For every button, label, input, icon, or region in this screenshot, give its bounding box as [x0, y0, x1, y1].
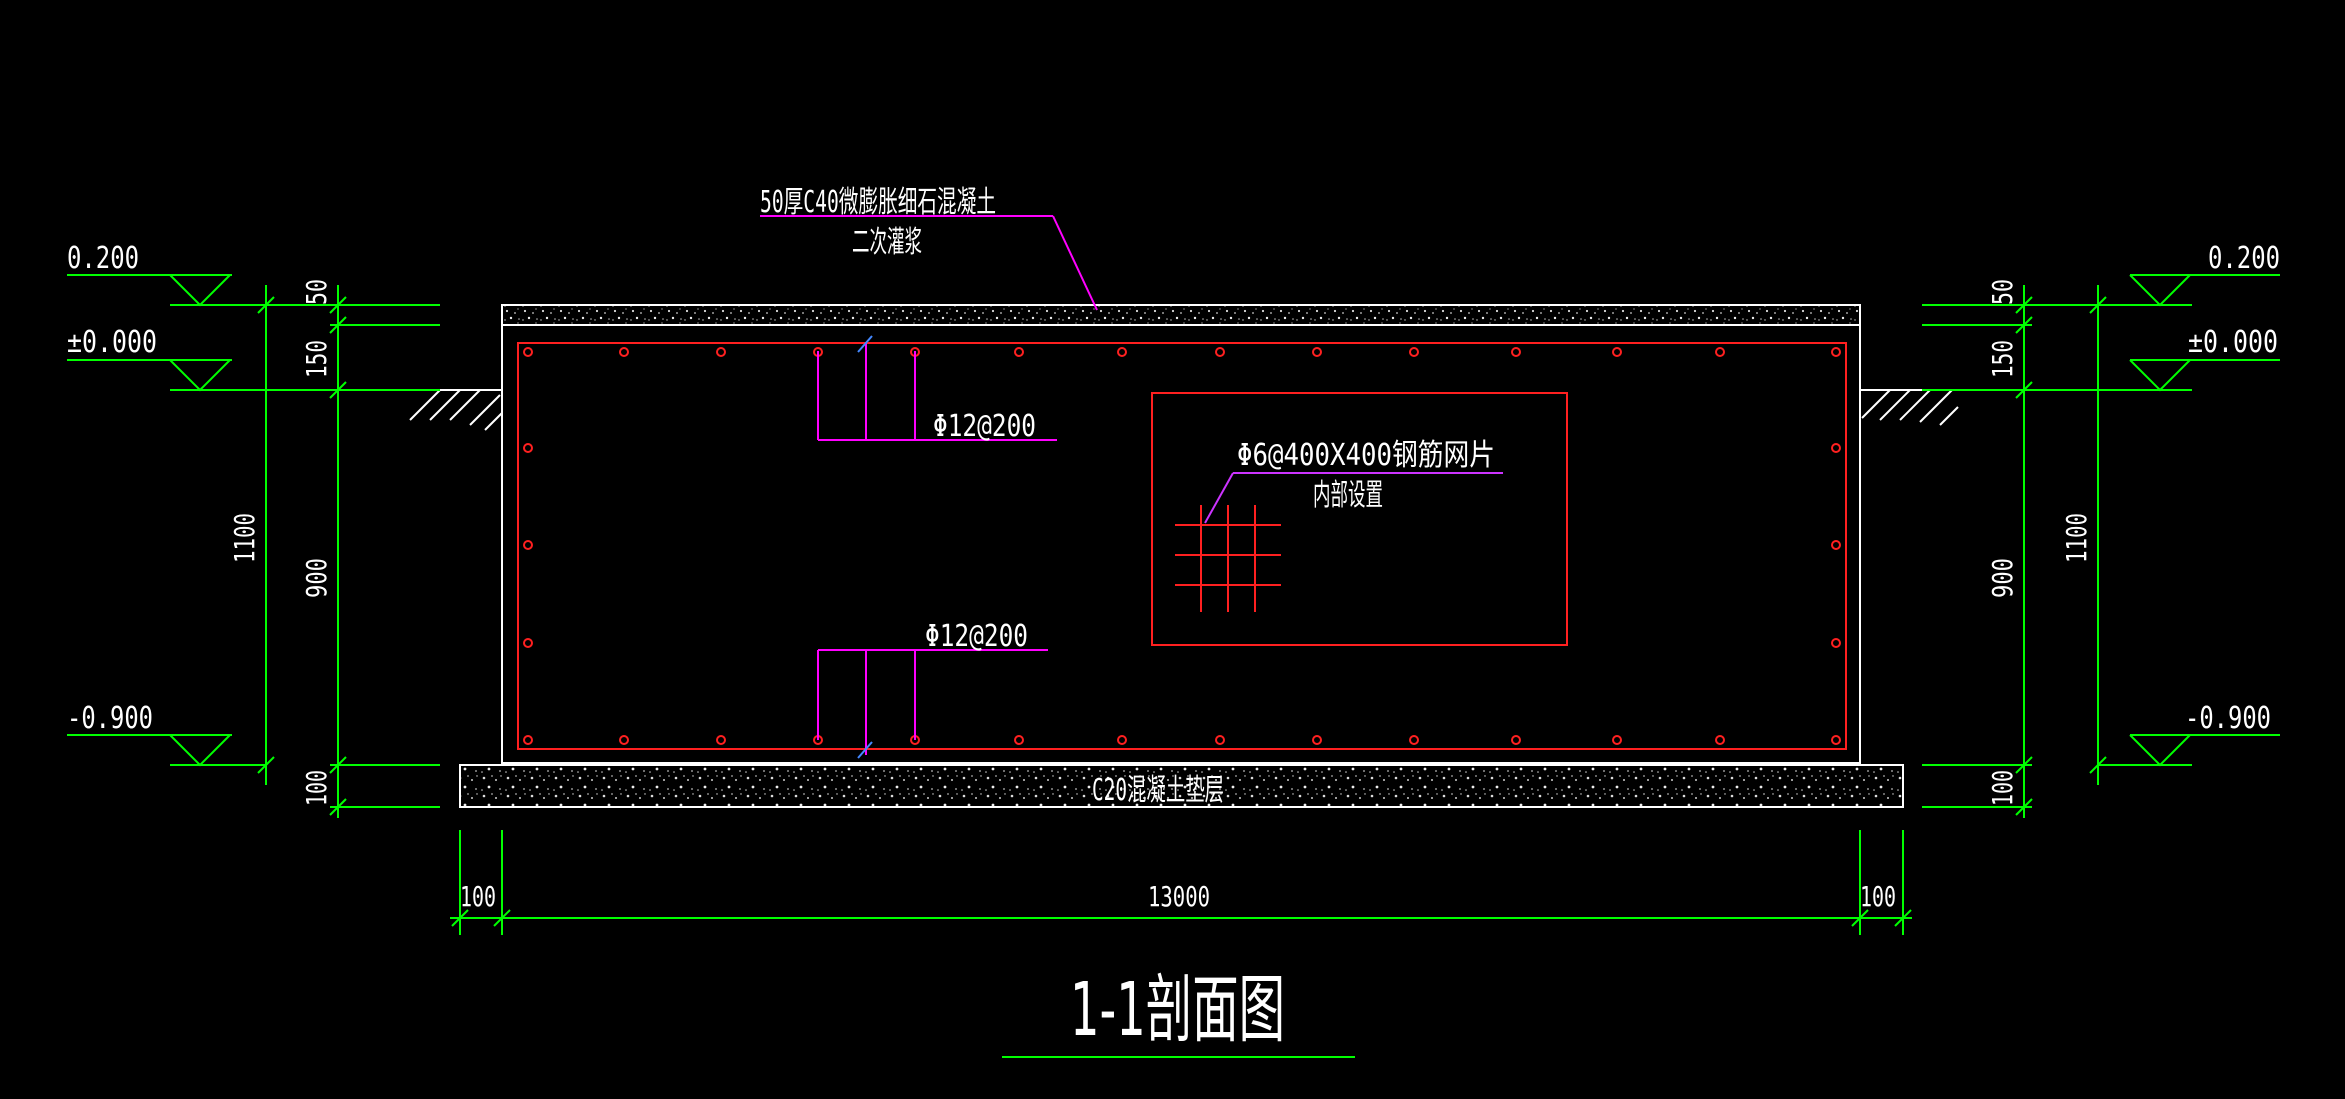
mesh-label-line1: Φ6@400X400钢筋网片 — [1237, 438, 1495, 473]
right-elevation-zero: ±0.000 — [2188, 325, 2278, 360]
rebar-dot — [1312, 347, 1322, 357]
left-dim-total: 1100 — [228, 513, 261, 563]
bottom-dim-main: 13000 — [1148, 880, 1210, 913]
upper-rebar-leader — [817, 343, 1057, 441]
right-dim-150: 150 — [1986, 340, 2019, 378]
right-dim-total: 1100 — [2060, 513, 2093, 563]
rebar-dot — [716, 347, 726, 357]
left-elevations — [67, 274, 265, 767]
rebar-dot — [1831, 347, 1841, 357]
rebar-dot — [1014, 347, 1024, 357]
right-dim-900: 900 — [1986, 558, 2019, 598]
bedding-label: C20混凝土垫层 — [1092, 773, 1224, 808]
left-elevation-zero: ±0.000 — [67, 325, 157, 360]
rebar-dot — [1612, 735, 1622, 745]
labels: 50厚C40微膨胀细石混凝土 二次灌浆 Φ12@200 Φ12@200 Φ6@4… — [67, 185, 2280, 1053]
rebar-dot — [1409, 347, 1419, 357]
rebar-dot — [1715, 735, 1725, 745]
left-elevation-top: 0.200 — [67, 241, 139, 276]
mesh-detail — [1151, 392, 1568, 646]
rebar-dot — [1831, 443, 1841, 453]
top-grout-layer — [501, 304, 1861, 326]
rebar-dot — [1014, 735, 1024, 745]
rebar-dot — [619, 347, 629, 357]
ground-hatch-right — [1860, 389, 1959, 426]
grout-label-line1: 50厚C40微膨胀细石混凝土 — [760, 185, 996, 220]
bottom-dim-left-100: 100 — [460, 880, 496, 913]
bottom-dim-right-100: 100 — [1860, 880, 1896, 913]
rebar-dot — [619, 735, 629, 745]
right-dim-50: 50 — [1986, 279, 2019, 305]
rebar-dot — [1831, 540, 1841, 550]
right-elevation-bottom: -0.900 — [2185, 701, 2271, 736]
grout-leader — [760, 215, 1098, 311]
stirrup-outline — [517, 342, 1847, 750]
rebar-dot — [1215, 735, 1225, 745]
rebar-dot — [523, 347, 533, 357]
rebar-dot — [523, 735, 533, 745]
left-dim-150: 150 — [300, 340, 333, 378]
left-dim-900: 900 — [300, 558, 333, 598]
rebar-dot — [1117, 735, 1127, 745]
lower-rebar-leader — [817, 649, 1048, 755]
upper-rebar-label: Φ12@200 — [933, 409, 1036, 444]
upper-section-tick — [857, 335, 873, 353]
rebar-dot — [1715, 347, 1725, 357]
rebar-dots — [523, 347, 1841, 745]
rebar-dot — [1511, 735, 1521, 745]
right-elevation-top: 0.200 — [2208, 241, 2280, 276]
rebar-dot — [1215, 347, 1225, 357]
rebar-dot — [1511, 347, 1521, 357]
ground-hatch-left — [405, 389, 503, 431]
foundation-body — [459, 304, 1904, 808]
rebar-dot — [716, 735, 726, 745]
left-dimension-lines — [256, 285, 440, 818]
left-dim-100: 100 — [300, 770, 333, 806]
rebar-dot — [1117, 347, 1127, 357]
rebar-dot — [1831, 735, 1841, 745]
rebar-dot — [1409, 735, 1419, 745]
left-dim-50: 50 — [300, 279, 333, 305]
lower-section-tick — [857, 741, 873, 759]
mesh-grid-icon — [1175, 505, 1281, 612]
bedding-layer — [459, 764, 1904, 808]
right-elevations — [2098, 274, 2280, 767]
rebar-dot — [1612, 347, 1622, 357]
grout-label-line2: 二次灌浆 — [852, 225, 922, 260]
mesh-detail-frame — [1151, 392, 1568, 646]
mesh-leader — [1204, 472, 1503, 524]
lower-rebar-label: Φ12@200 — [925, 619, 1028, 654]
drawing-title: 1-1剖面图 — [1070, 967, 1285, 1053]
rebar-dot — [1312, 735, 1322, 745]
rebar-cage — [517, 342, 1847, 750]
mesh-label-line2: 内部设置 — [1313, 478, 1383, 513]
rebar-dot — [1831, 638, 1841, 648]
left-elevation-bottom: -0.900 — [67, 701, 153, 736]
bottom-dimension-lines — [450, 830, 1912, 935]
right-dimension-lines — [1922, 285, 2107, 818]
right-dim-100: 100 — [1986, 770, 2019, 806]
rebar-dot — [523, 638, 533, 648]
concrete-block-outline — [501, 324, 1861, 764]
rebar-dot — [523, 540, 533, 550]
rebar-dot — [523, 443, 533, 453]
